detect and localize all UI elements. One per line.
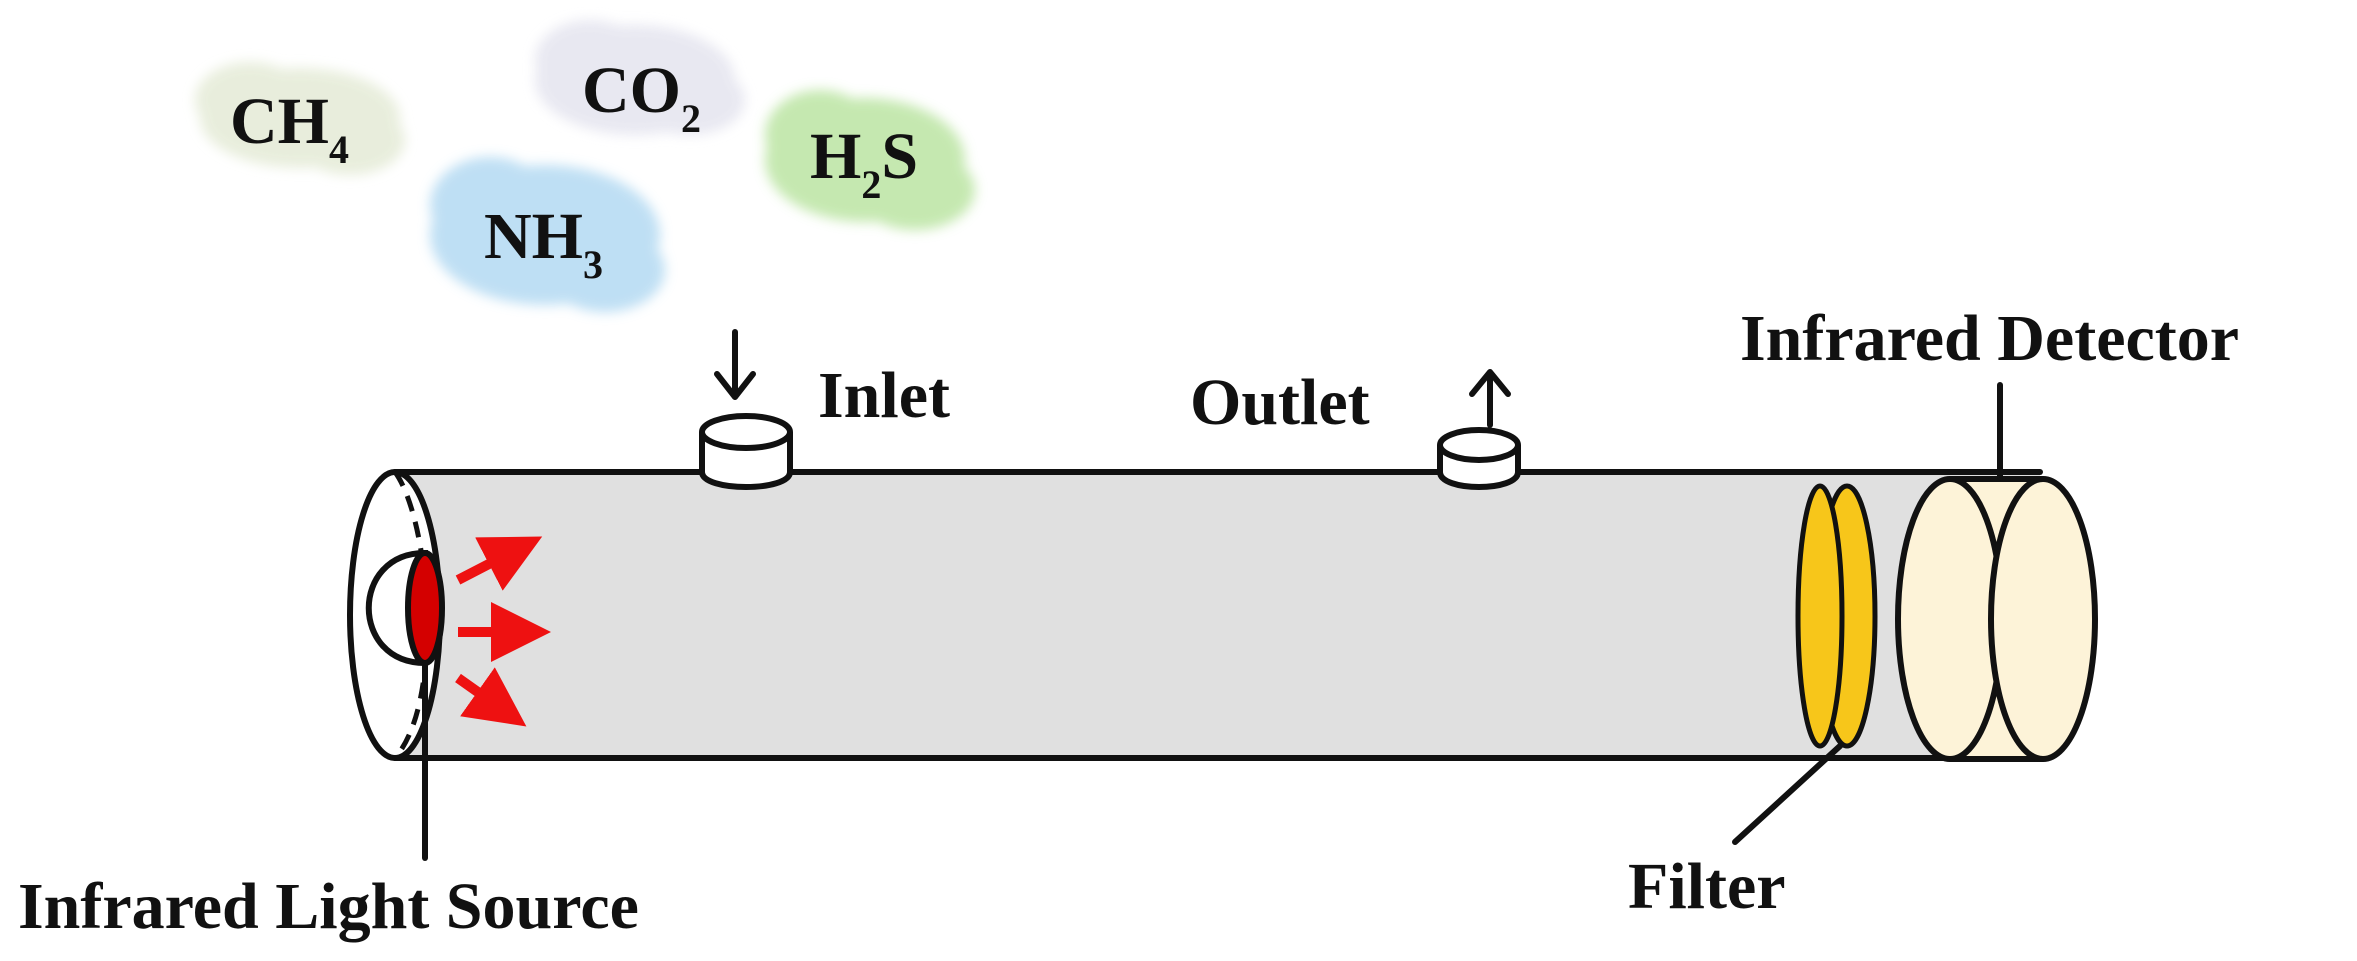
cloud-blob xyxy=(295,105,405,175)
right-arrow-icon xyxy=(455,536,543,591)
detector-face xyxy=(1988,476,2098,762)
cloud-shape xyxy=(430,157,665,312)
source-emitter xyxy=(405,550,445,666)
detector-label: Infrared Detector xyxy=(1740,302,2239,375)
cloud-shape xyxy=(195,62,405,175)
inlet-label: Inlet xyxy=(818,359,950,432)
gas-label-ch4: CH4 xyxy=(230,85,349,172)
cloud-blob xyxy=(545,228,665,312)
up-arrow-icon xyxy=(1469,369,1511,428)
cloud-blob xyxy=(855,150,975,230)
cloud-blob xyxy=(195,62,305,138)
cloud-blob xyxy=(765,90,875,180)
filter-front xyxy=(1795,483,1845,749)
gas-cloud-nh3: NH3 xyxy=(430,157,665,312)
cloud-blob xyxy=(535,20,645,100)
port-top xyxy=(1437,427,1521,463)
cloud-shape xyxy=(765,90,975,230)
cloud-shape xyxy=(535,20,745,135)
light-rays xyxy=(455,536,551,727)
gas-label-h2s: H2S xyxy=(810,120,918,207)
inlet-port xyxy=(699,329,793,490)
filter-leader-line xyxy=(1732,743,1843,845)
light-source-label: Infrared Light Source xyxy=(18,870,639,943)
tube-body xyxy=(395,472,2040,758)
gas-cloud-h2s: H2S xyxy=(765,90,975,230)
gas-chamber-tube xyxy=(347,469,2043,761)
optical-filter xyxy=(1795,483,1878,749)
right-arrow-icon xyxy=(455,667,527,727)
infrared-light-source xyxy=(365,549,445,667)
infrared-detector xyxy=(1895,476,2098,762)
gas-cloud-ch4: CH4 xyxy=(195,62,405,175)
outlet-port xyxy=(1437,369,1521,490)
outlet-label: Outlet xyxy=(1190,366,1370,439)
cloud-blob xyxy=(635,65,745,135)
gas-label-co2: CO2 xyxy=(582,54,701,141)
down-arrow-icon xyxy=(714,329,756,400)
filter-label: Filter xyxy=(1628,850,1786,923)
gas-label-nh3: NH3 xyxy=(484,200,603,287)
gas-cloud-co2: CO2 xyxy=(535,20,745,141)
port-top xyxy=(699,413,793,451)
detector-back xyxy=(1895,476,2005,762)
cloud-blob xyxy=(430,157,550,253)
